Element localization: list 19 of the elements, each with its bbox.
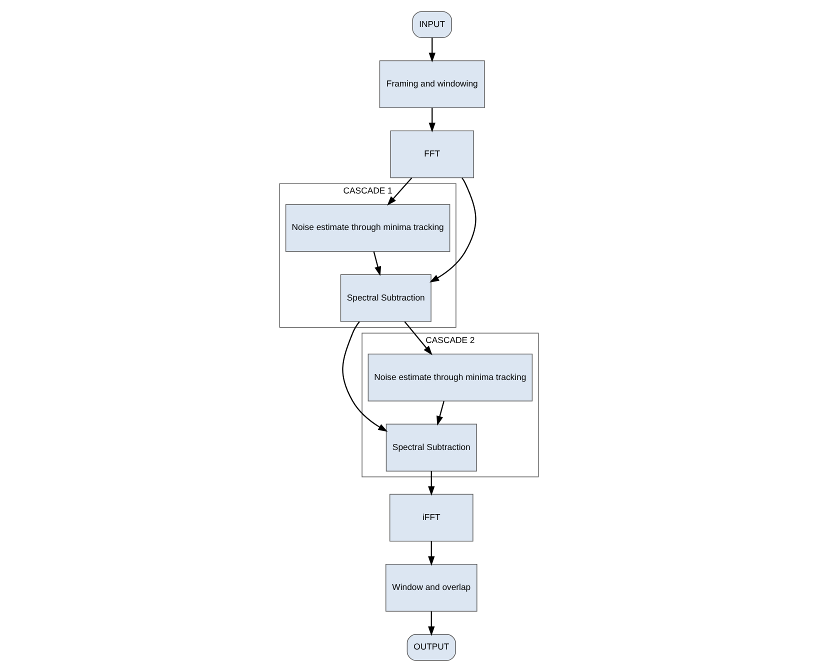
node-box: INPUT — [412, 11, 452, 38]
node-box: Noise estimate through minima tracking — [367, 354, 532, 402]
arrow — [372, 251, 381, 276]
node-box: Spectral Subtraction — [385, 424, 476, 472]
node-box: iFFT — [389, 494, 473, 542]
arrow — [428, 541, 434, 566]
arrow — [428, 38, 435, 62]
node-box: Framing and windowing — [378, 60, 484, 108]
arrow — [436, 400, 444, 426]
arrow — [404, 321, 432, 356]
arrow — [428, 612, 434, 636]
node-box: FFT — [390, 130, 474, 178]
node-box: Spectral Subtraction — [340, 274, 431, 322]
node-box: Window and overlap — [385, 564, 477, 612]
arrow — [428, 108, 435, 132]
arrow — [386, 177, 412, 206]
node-box: Noise estimate through minima tracking — [284, 204, 450, 252]
node-box: OUTPUT — [406, 634, 456, 661]
arrow — [428, 471, 434, 496]
